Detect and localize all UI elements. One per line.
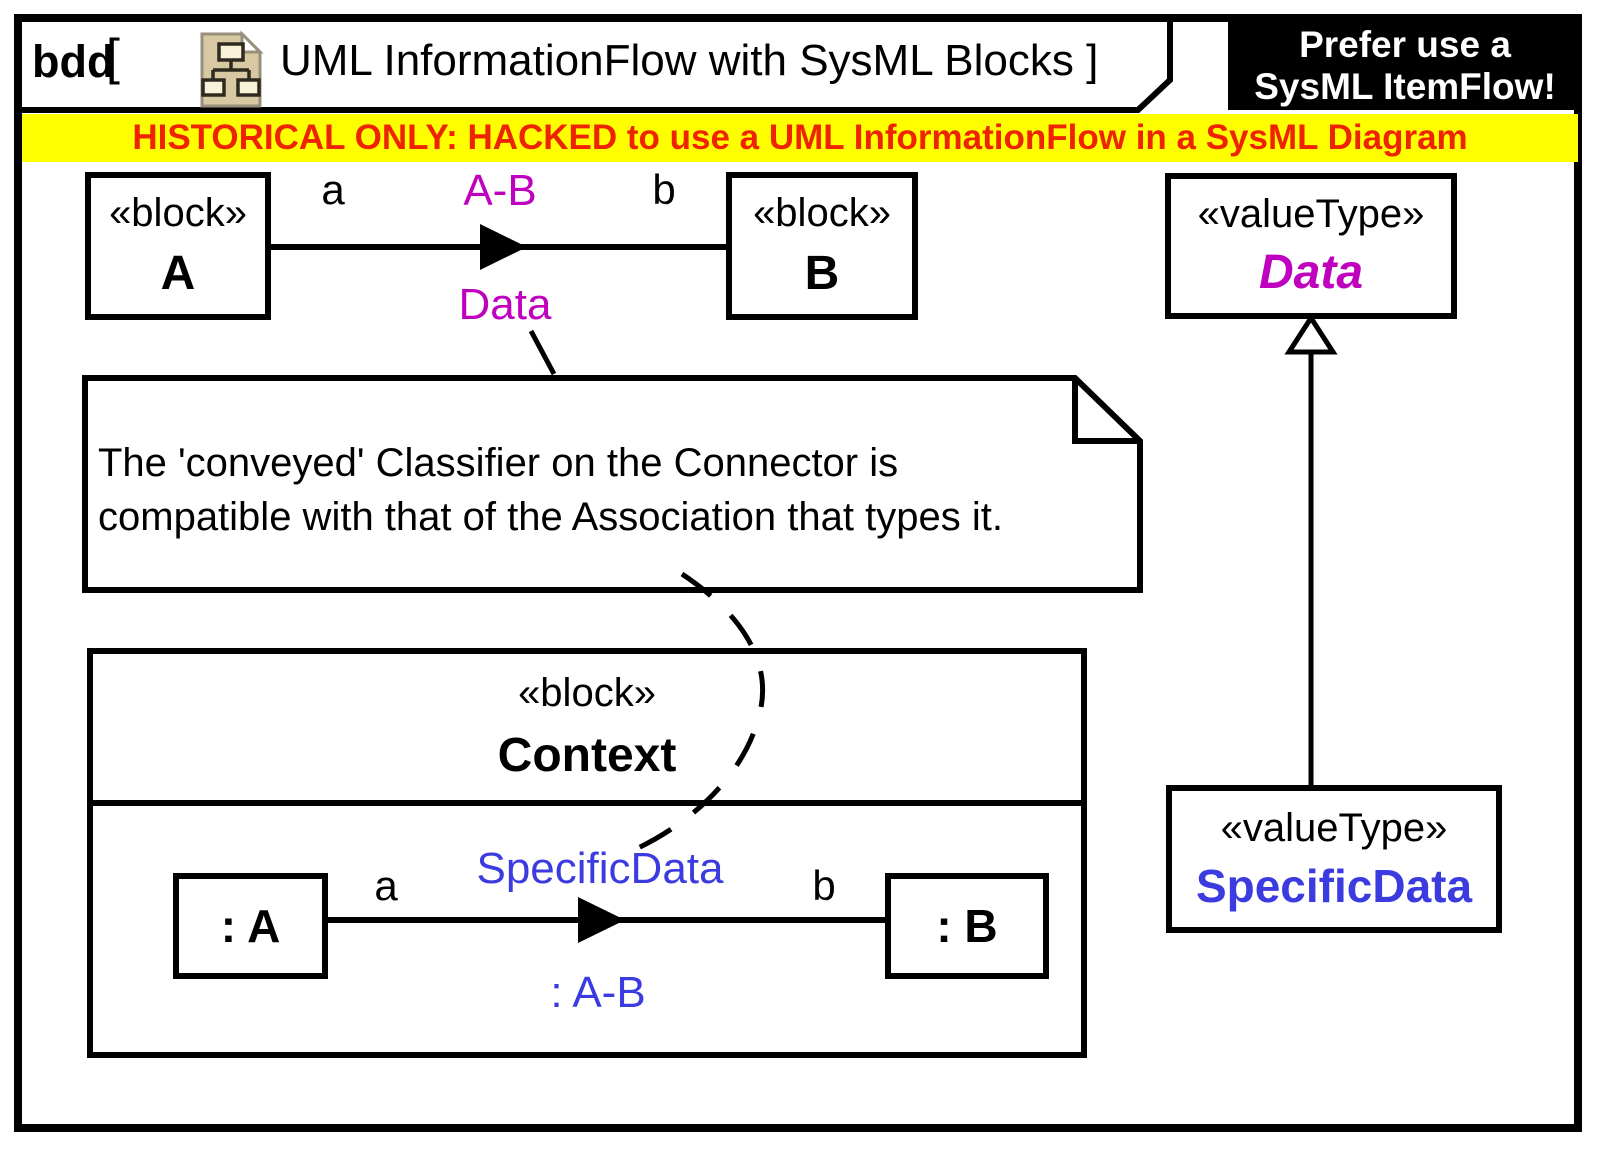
block-b-node: «block» B — [726, 172, 918, 320]
title-open-bracket: [ — [106, 29, 120, 85]
context-name: Context — [497, 729, 677, 782]
association-name-label: A-B — [463, 166, 537, 215]
diagram-kind-label: bdd — [32, 36, 115, 87]
note-line1: The 'conveyed' Classifier on the Connect… — [98, 441, 899, 485]
block-a-stereotype: «block» — [109, 191, 247, 235]
diagram-title: UML InformationFlow with SysML Blocks ] — [280, 36, 1099, 85]
historical-warning-banner: HISTORICAL ONLY: HACKED to use a UML Inf… — [22, 114, 1578, 162]
part-a-node: : A — [173, 873, 328, 979]
prefer-note-line2: SysML ItemFlow! — [1254, 66, 1556, 107]
connector-role-a-label: a — [374, 862, 398, 909]
context-block-header: «block» Context — [93, 654, 1081, 806]
conveyed-specificdata-label: SpecificData — [476, 844, 724, 893]
valuetype-specificdata-node: «valueType» SpecificData — [1166, 785, 1502, 933]
bdd-diagram-icon — [200, 30, 264, 108]
prefer-note-line1: Prefer use a — [1299, 24, 1511, 65]
context-stereotype: «block» — [518, 671, 656, 715]
note-line2: compatible with that of the Association … — [98, 495, 1003, 539]
valuetype-data-node: «valueType» Data — [1165, 173, 1457, 319]
prefer-itemflow-note: Prefer use a SysML ItemFlow! — [1228, 22, 1582, 110]
association-role-a-label: a — [321, 166, 345, 213]
valuetype-specificdata-stereotype: «valueType» — [1220, 805, 1448, 850]
valuetype-specificdata-name: SpecificData — [1195, 859, 1473, 912]
valuetype-data-name: Data — [1258, 246, 1364, 299]
block-a-name: A — [160, 247, 196, 300]
note-comment: The 'conveyed' Classifier on the Connect… — [98, 436, 1138, 544]
conveyed-data-label: Data — [458, 280, 552, 329]
block-b-name: B — [804, 247, 840, 300]
association-role-b-label: b — [652, 166, 676, 213]
block-a-node: «block» A — [85, 172, 271, 320]
part-b-node: : B — [885, 873, 1049, 979]
connector-role-b-label: b — [812, 862, 836, 909]
valuetype-data-stereotype: «valueType» — [1197, 192, 1425, 236]
context-block-node: «block» Context — [87, 648, 1087, 1058]
part-b-name: : B — [936, 900, 998, 952]
block-b-stereotype: «block» — [753, 191, 891, 235]
part-a-name: : A — [220, 900, 281, 952]
connector-name-label: : A-B — [550, 968, 646, 1017]
